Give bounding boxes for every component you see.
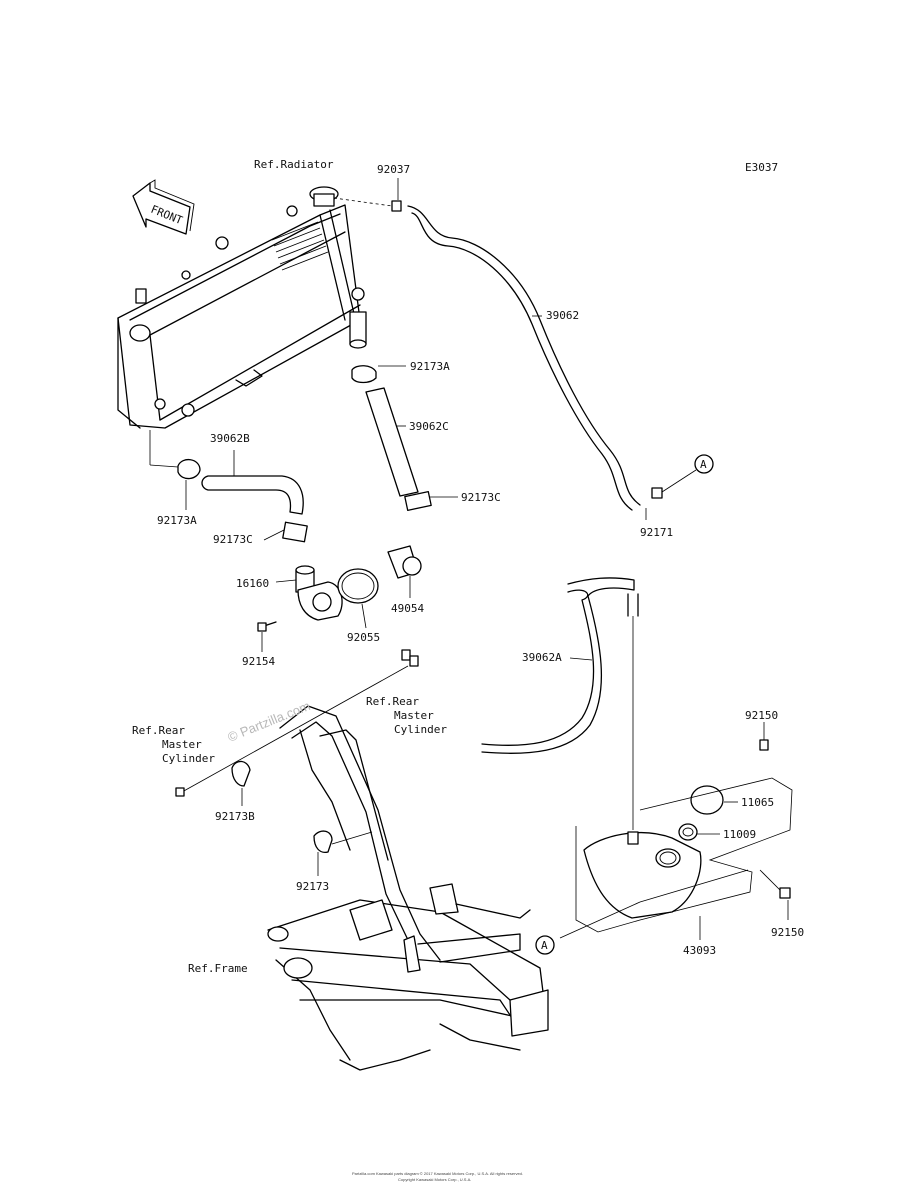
label-92173B: 92173B [215, 810, 255, 823]
callout-a-bottom: A [535, 935, 555, 955]
water-pump [257, 545, 422, 632]
label-39062A: 39062A [522, 651, 562, 664]
label-49054: 49054 [391, 602, 424, 615]
label-92173C-left: 92173C [213, 533, 253, 546]
callout-a-top: A [651, 454, 714, 499]
overflow-hose-39062 [333, 197, 641, 511]
svg-text:A: A [700, 458, 707, 471]
label-92055: 92055 [347, 631, 380, 644]
label-16160: 16160 [236, 577, 269, 590]
leader-lines [149, 178, 789, 940]
front-arrow-icon: FRONT [132, 179, 195, 235]
label-92173C-right: 92173C [461, 491, 501, 504]
watermark: © Partzilla.com [226, 698, 313, 745]
frame [267, 705, 549, 1071]
ref-rear-master-right-line3: Cylinder [394, 723, 447, 736]
ref-rear-master-left-line3: Cylinder [162, 752, 215, 765]
reservoir-tank [583, 739, 791, 919]
label-11065: 11065 [741, 796, 774, 809]
radiator [117, 186, 367, 429]
rear-master-ref-line [181, 665, 409, 793]
ref-rear-master-right-line1: Ref.Rear [366, 695, 419, 708]
label-39062: 39062 [546, 309, 579, 322]
svg-text:A: A [541, 939, 548, 952]
hose-39062A [481, 577, 639, 830]
label-92173A-left: 92173A [157, 514, 197, 527]
label-92150-top: 92150 [745, 709, 778, 722]
ref-radiator-label: Ref.Radiator [254, 158, 334, 171]
tank-bracket-outline [575, 777, 793, 933]
label-92173: 92173 [296, 880, 329, 893]
hose-39062C [351, 365, 432, 511]
diagram-code: E3037 [745, 161, 778, 174]
clamp-92173 [313, 830, 333, 854]
label-11009: 11009 [723, 828, 756, 841]
clamp-92173B [231, 760, 251, 787]
ref-rear-master-right-line2: Master [394, 709, 434, 722]
ref-frame-label: Ref.Frame [188, 962, 248, 975]
label-92150-bottom: 92150 [771, 926, 804, 939]
label-92173A-top: 92173A [410, 360, 450, 373]
footer-line2: Copyright Kawasaki Motors Corp., U.S.A. [398, 1177, 471, 1182]
label-39062B: 39062B [210, 432, 250, 445]
ref-rear-master-left-line2: Master [162, 738, 202, 751]
ref-rear-master-left-line1: Ref.Rear [132, 724, 185, 737]
label-92171: 92171 [640, 526, 673, 539]
label-92154: 92154 [242, 655, 275, 668]
hose-39062B [177, 459, 308, 543]
tank-ref-line [559, 869, 749, 939]
label-39062C: 39062C [409, 420, 449, 433]
label-43093: 43093 [683, 944, 716, 957]
label-92037: 92037 [377, 163, 410, 176]
footer-line1: Partzilla.com Kawasaki parts diagram © 2… [352, 1171, 523, 1176]
